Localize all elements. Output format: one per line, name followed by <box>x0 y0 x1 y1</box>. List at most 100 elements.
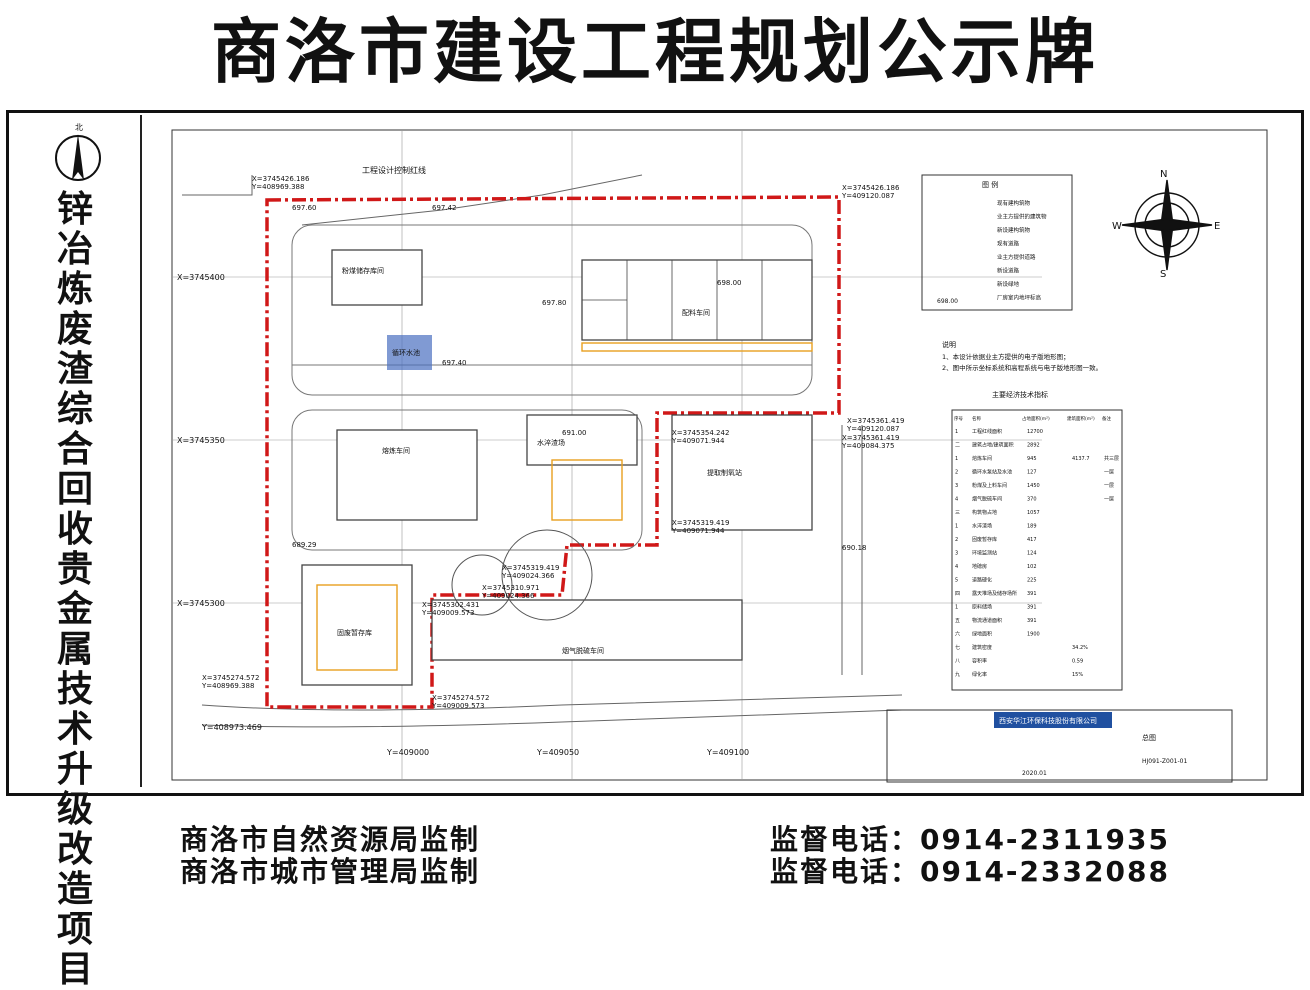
table-cell: 烟气脱硫车间 <box>972 496 1002 503</box>
building-label: 熔炼车间 <box>382 446 410 455</box>
table-cell: 七 <box>955 644 960 651</box>
coordinate-label: Y=409071.944 <box>671 437 725 445</box>
elevation-label: 697.80 <box>542 299 567 307</box>
titleblock-drawing: 总图 <box>1142 733 1156 742</box>
legend-elev-sample: 698.00 <box>937 298 958 305</box>
grid-label: Y=408973.469 <box>201 723 262 732</box>
legend-item: 现有道路 <box>997 240 1020 248</box>
table-cell: 二 <box>955 443 960 449</box>
elevation-label: 697.40 <box>442 359 467 367</box>
coordinate-label: Y=409024.366 <box>481 592 535 600</box>
legend-title: 图 例 <box>982 180 998 189</box>
project-name-char: 升 <box>56 749 93 790</box>
elevation-label: 691.00 <box>562 429 587 437</box>
elevation-label: 697.42 <box>432 204 457 212</box>
legend-item: 业主方提供的建筑物 <box>997 213 1047 221</box>
titleblock-number: HJ091-Z001-01 <box>1142 758 1187 765</box>
table-cell: 12700 <box>1027 429 1043 435</box>
table-cell: 1450 <box>1027 483 1040 489</box>
coordinate-label: X=3745274.572 <box>202 674 259 682</box>
table-cell: 九 <box>955 671 960 678</box>
table-cell: 391 <box>1027 591 1037 597</box>
note-line: 1、本设计依据业主方提供的电子版地形图； <box>942 352 1070 361</box>
building-label: 循环水池 <box>392 348 420 357</box>
building-label: 固废暂存库 <box>337 628 372 637</box>
project-name-char: 锌 <box>56 189 93 230</box>
notes-title: 说明 <box>942 340 956 349</box>
supervisor-urban-bureau: 商洛市城市管理局监制 <box>180 855 481 888</box>
project-name-char: 金 <box>56 589 93 630</box>
table-cell: 绿地面积 <box>972 631 992 638</box>
project-name-char: 冶 <box>56 229 93 270</box>
table-cell: 共三层 <box>1104 455 1119 462</box>
table-cell: 391 <box>1027 605 1037 611</box>
coordinate-label: Y=409071.944 <box>671 527 725 535</box>
elevation-label: 698.00 <box>717 279 742 287</box>
project-name-char: 综 <box>56 389 93 430</box>
project-name-vertical: 锌冶炼废渣综合回收贵金属技术升级改造项目 <box>40 190 110 990</box>
grid-label: X=3745350 <box>177 436 225 445</box>
table-cell: 124 <box>1027 551 1037 557</box>
project-name-char: 合 <box>56 429 93 470</box>
project-name-char: 回 <box>56 469 93 510</box>
table-cell: 15% <box>1072 672 1083 678</box>
legend-item: 新设建构筑物 <box>997 226 1031 234</box>
table-cell: 露天堆场及储存场所 <box>972 590 1017 597</box>
project-name-char: 术 <box>56 709 93 750</box>
board-title: 商洛市建设工程规划公示牌 <box>211 11 1099 93</box>
grid-label: X=3745300 <box>177 599 225 608</box>
legend-item: 厂房室内地坪标高 <box>997 294 1042 302</box>
building-label: 粉煤储存库间 <box>342 266 384 275</box>
control-line-label: 工程设计控制红线 <box>362 165 426 175</box>
table-cell: 四 <box>955 591 960 597</box>
coordinate-label: Y=409084.375 <box>841 442 894 450</box>
legend-item: 业主方提供道路 <box>997 253 1036 261</box>
project-name-char: 目 <box>56 949 93 990</box>
table-cell: 4 <box>955 497 958 503</box>
table-cell: 5 <box>955 578 958 584</box>
supervision-phone-2: 监督电话：0914-2332088 <box>770 855 1170 888</box>
grid-label: Y=409000 <box>386 748 429 757</box>
table-cell: 3 <box>955 483 958 489</box>
building-label: 配料车间 <box>682 308 710 317</box>
table-header: 建筑面积(m²) <box>1067 415 1095 422</box>
legend-item: 现有建构筑物 <box>997 199 1031 207</box>
table-cell: 370 <box>1027 497 1037 503</box>
table-header: 名称 <box>972 415 981 422</box>
table-cell: 1057 <box>1027 510 1040 516</box>
project-name-char: 属 <box>56 629 93 670</box>
legend-item: 新设道路 <box>997 267 1020 275</box>
table-cell: 945 <box>1027 456 1037 462</box>
table-cell: 225 <box>1027 578 1037 584</box>
table-cell: 环境监测站 <box>972 550 997 557</box>
table-cell: 0.59 <box>1072 659 1083 665</box>
table-cell: 127 <box>1027 470 1037 476</box>
coordinate-label: Y=409120.087 <box>846 425 899 433</box>
table-cell: 一层 <box>1104 483 1114 489</box>
elevation-label: 697.60 <box>292 204 317 212</box>
table-cell: 构筑物占地 <box>972 509 997 516</box>
table-cell: 1 <box>955 524 958 530</box>
table-cell: 34.2% <box>1072 645 1088 651</box>
grid-label: Y=409100 <box>706 748 749 757</box>
table-cell: 八 <box>955 659 960 665</box>
table-cell: 原料储场 <box>972 604 992 611</box>
coordinate-label: X=3745361.419 <box>847 417 904 425</box>
table-header: 备注 <box>1102 415 1111 422</box>
table-cell: 一层 <box>1104 497 1114 503</box>
project-name-char: 收 <box>56 509 93 550</box>
coordinate-label: X=3745319.419 <box>672 519 729 527</box>
project-name-char: 项 <box>56 909 93 950</box>
table-cell: 绿化率 <box>972 671 987 678</box>
titleblock-date: 2020.01 <box>1022 770 1047 777</box>
table-cell: 2892 <box>1027 443 1040 449</box>
table-cell: 102 <box>1027 564 1037 570</box>
svg-text:S: S <box>1160 269 1166 280</box>
supervisor-nr-bureau: 商洛市自然资源局监制 <box>180 823 481 856</box>
coordinate-label: Y=408969.388 <box>201 682 254 690</box>
table-cell: 粉煤及上料车间 <box>972 482 1007 489</box>
table-cell: 2 <box>955 470 958 476</box>
coordinate-label: X=3745426.186 <box>252 175 310 183</box>
building-label: 烟气脱硫车间 <box>562 646 604 655</box>
table-cell: 固废暂存库 <box>972 536 997 543</box>
